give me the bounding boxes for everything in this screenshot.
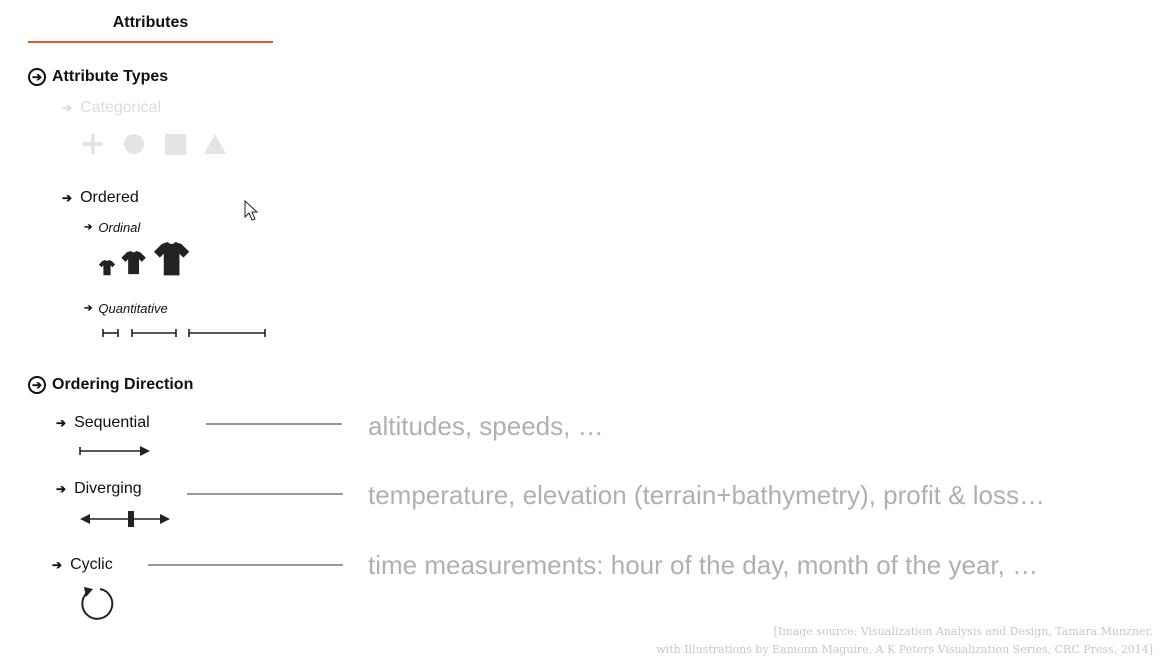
connector-line [206, 423, 342, 425]
diverging-example: temperature, elevation (terrain+bathymet… [368, 480, 1046, 510]
cyclic-item: ➔ Cyclic [52, 556, 113, 574]
arrow-icon: ➔ [62, 191, 73, 205]
cyclic-label: Cyclic [70, 556, 113, 573]
ordered-item: ➔ Ordered [62, 189, 139, 207]
length-bars-icon [102, 329, 266, 337]
arrow-icon: ➔ [84, 303, 93, 314]
circle-arrow-icon: ➔ [28, 376, 46, 394]
ordering-direction-label: Ordering Direction [52, 376, 194, 393]
sequential-label: Sequential [74, 414, 150, 431]
diverging-item: ➔ Diverging [56, 480, 142, 498]
arrow-icon: ➔ [56, 416, 67, 430]
connector-line [148, 564, 343, 566]
tshirt-sizes-icon [98, 242, 190, 276]
arrow-icon: ➔ [56, 482, 67, 496]
ordinal-item: ➔ Ordinal [84, 220, 140, 235]
attribute-types-heading: ➔ Attribute Types [28, 68, 168, 86]
arrow-icon: ➔ [62, 101, 73, 115]
diverging-label: Diverging [74, 480, 142, 497]
cycle-arrow-icon [81, 587, 114, 620]
ordinal-label: Ordinal [98, 220, 141, 235]
quantitative-label: Quantitative [98, 301, 168, 316]
tab-underline [28, 41, 273, 43]
cyclic-example: time measurements: hour of the day, mont… [368, 550, 1039, 580]
one-way-arrow-icon [79, 446, 150, 456]
categorical-item: ➔ Categorical [62, 99, 161, 117]
sequential-example: altitudes, speeds, … [368, 411, 604, 441]
connector-line [187, 493, 343, 495]
circle-arrow-icon: ➔ [28, 68, 46, 86]
tab-attributes[interactable]: Attributes [112, 14, 189, 31]
image-source-credit-line2: with Illustrations by Eamonn Maguire, A … [656, 643, 1153, 656]
categorical-label: Categorical [80, 99, 161, 116]
quantitative-item: ➔ Quantitative [84, 301, 168, 316]
ordered-label: Ordered [80, 189, 139, 206]
image-source-credit-line1: [Image source: Visualization Analysis an… [773, 625, 1153, 638]
arrow-icon: ➔ [84, 222, 93, 233]
arrow-icon: ➔ [52, 558, 63, 572]
two-way-arrow-icon [80, 511, 170, 527]
categorical-shapes-icon [83, 134, 226, 155]
sequential-item: ➔ Sequential [56, 414, 150, 432]
mouse-cursor-icon [244, 200, 259, 221]
ordering-direction-heading: ➔ Ordering Direction [28, 376, 193, 394]
attribute-types-label: Attribute Types [52, 68, 169, 85]
